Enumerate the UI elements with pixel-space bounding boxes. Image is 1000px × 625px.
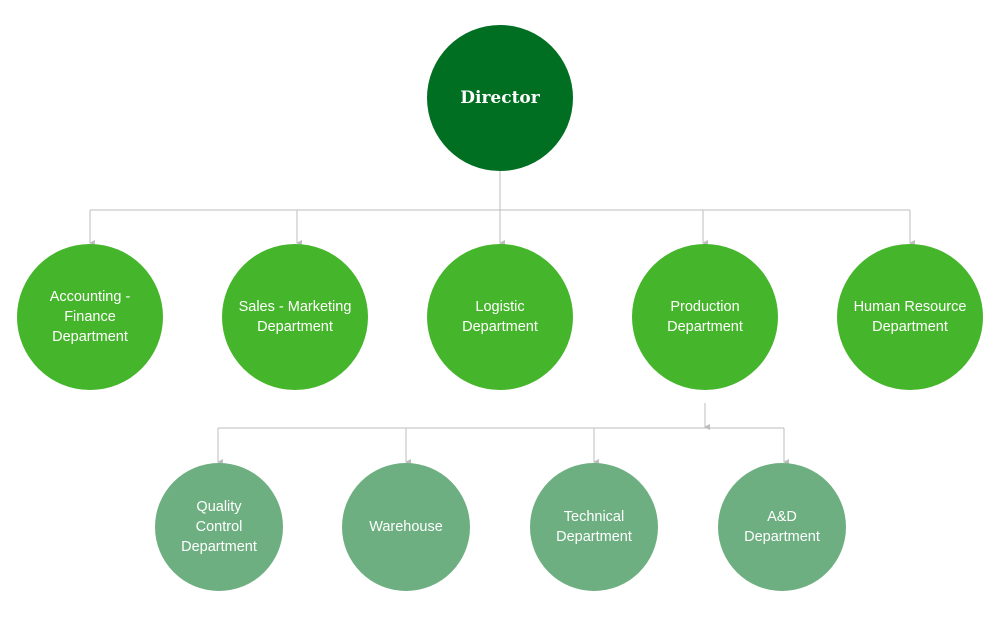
- director-label: Director: [460, 88, 540, 108]
- production-unit-node-warehouse: Warehouse: [342, 463, 470, 591]
- department-label: Sales - Marketing Department: [238, 299, 352, 335]
- production-unit-label: Warehouse: [369, 519, 443, 535]
- production-unit-label: Quality Control Department: [181, 499, 257, 555]
- production-unit-node-technical: Technical Department: [530, 463, 658, 591]
- department-node-human-resource: Human Resource Department: [837, 244, 983, 390]
- director-node: Director: [427, 25, 573, 171]
- department-label: Logistic Department: [462, 299, 538, 335]
- production-unit-label: A&D Department: [744, 509, 820, 545]
- department-label: Accounting - Finance Department: [49, 289, 131, 345]
- department-node-production: Production Department: [632, 244, 778, 390]
- production-unit-node-quality-control: Quality Control Department: [155, 463, 283, 591]
- department-node-accounting-finance: Accounting - Finance Department: [17, 244, 163, 390]
- department-node-logistic: Logistic Department: [427, 244, 573, 390]
- department-label: Human Resource Department: [853, 299, 967, 335]
- production-unit-node-ad: A&D Department: [718, 463, 846, 591]
- production-unit-label: Technical Department: [556, 509, 632, 545]
- department-label: Production Department: [667, 299, 743, 335]
- department-node-sales-marketing: Sales - Marketing Department: [222, 244, 368, 390]
